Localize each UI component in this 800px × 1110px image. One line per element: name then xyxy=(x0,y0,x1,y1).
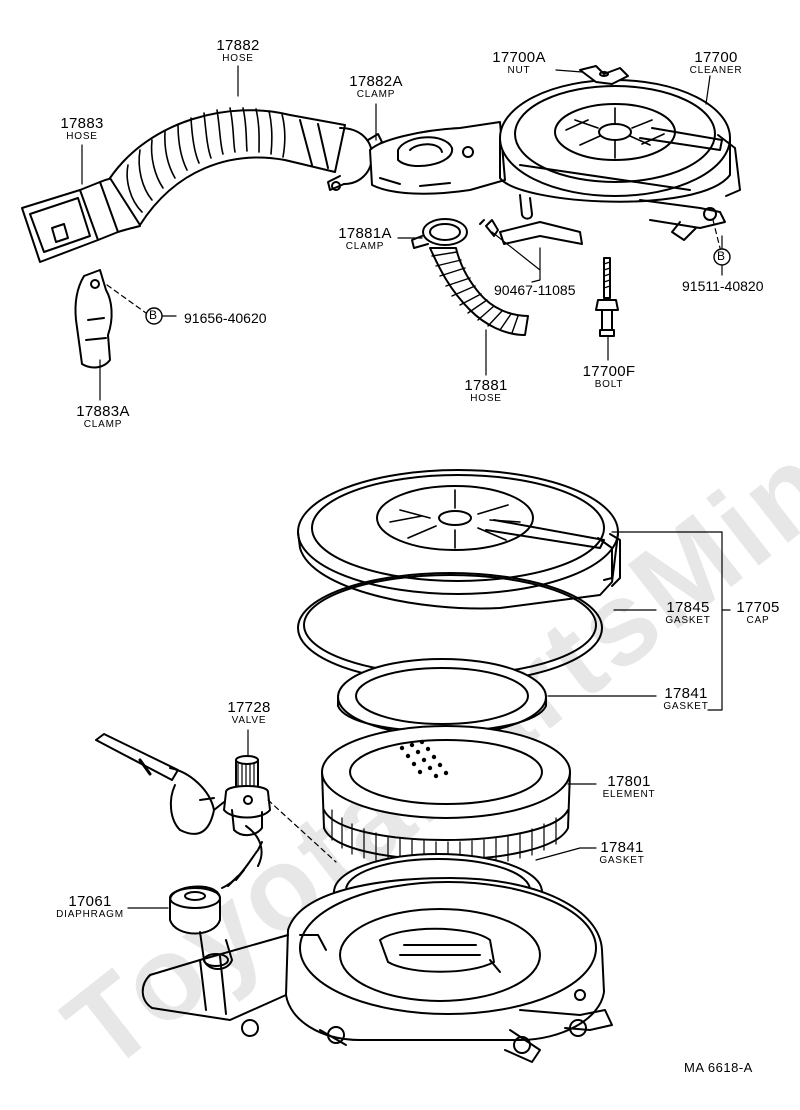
part-name: CLAMP xyxy=(345,241,385,252)
label-17705: 17705 CAP xyxy=(730,600,786,626)
label-17882A: 17882A CLAMP xyxy=(346,74,406,100)
label-17801: 17801 ELEMENT xyxy=(594,774,664,800)
label-17881A: 17881A CLAMP xyxy=(332,226,398,252)
label-17700: 17700 CLEANER xyxy=(680,50,752,76)
part-number: 17841 xyxy=(600,839,644,856)
vacuum-pipe xyxy=(95,733,225,835)
label-17061: 17061 DIAPHRAGM xyxy=(48,894,132,920)
bolt-17700F xyxy=(595,257,619,337)
clamp-17881A xyxy=(411,218,468,249)
part-name: BOLT xyxy=(594,379,624,390)
bolt-marker-91511 xyxy=(713,248,731,266)
clamp-17883A xyxy=(74,269,113,369)
part-number: 17700A xyxy=(492,49,546,66)
part-number: 17841 xyxy=(664,685,708,702)
part-name: GASKET xyxy=(665,615,711,626)
part-name: CLAMP xyxy=(83,419,123,430)
valve-17728 xyxy=(223,755,271,836)
dashed-guides xyxy=(106,219,721,863)
clip-90467 xyxy=(479,219,499,237)
part-number: 17700F xyxy=(582,363,636,380)
label-90467-11085: 90467-11085 xyxy=(494,282,576,298)
label-17841-upper: 17841 GASKET xyxy=(654,686,718,712)
bolt-marker-91656 xyxy=(145,307,163,325)
hose-17883 xyxy=(21,176,141,263)
label-17883: 17883 HOSE xyxy=(52,116,112,142)
label-17882: 17882 HOSE xyxy=(208,38,268,64)
part-name: CAP xyxy=(746,615,770,626)
cleaner-housing xyxy=(141,877,613,1063)
label-17700F: 17700F BOLT xyxy=(576,364,642,390)
part-name: GASKET xyxy=(599,855,645,866)
part-number: 17883A xyxy=(76,403,130,420)
cap-17705 xyxy=(297,469,621,610)
part-number: 17801 xyxy=(607,773,651,790)
part-name: CLAMP xyxy=(356,89,396,100)
part-name: HOSE xyxy=(470,393,502,404)
label-17700A: 17700A NUT xyxy=(486,50,552,76)
bolt-marker-letter: B xyxy=(717,249,726,263)
label-17845: 17845 GASKET xyxy=(656,600,720,626)
part-number: 17883 xyxy=(60,115,104,132)
part-number: 17061 xyxy=(68,893,112,910)
part-name: HOSE xyxy=(222,53,254,64)
part-name: NUT xyxy=(507,65,531,76)
part-name: DIAPHRAGM xyxy=(56,909,124,920)
part-number: 17700 xyxy=(694,49,738,66)
part-number: 17881 xyxy=(464,377,508,394)
bolt-marker-letter: B xyxy=(149,308,158,322)
part-name: GASKET xyxy=(663,701,709,712)
diaphragm-17061 xyxy=(169,825,263,970)
vacuum-tube xyxy=(499,221,583,245)
part-number: 17845 xyxy=(666,599,710,616)
hose-17881 xyxy=(429,247,529,336)
leader-lines xyxy=(81,65,731,909)
hose-adapter xyxy=(369,121,506,195)
hose-17882 xyxy=(109,107,346,226)
part-number: 17881A xyxy=(338,225,392,242)
air-cleaner-17700 xyxy=(499,79,741,241)
part-number: 17882A xyxy=(349,73,403,90)
element-17801 xyxy=(321,725,571,868)
part-number: 17705 xyxy=(736,599,780,616)
part-name: ELEMENT xyxy=(602,789,656,800)
label-91511-40820: 91511-40820 xyxy=(682,278,764,294)
wing-nut-17700A xyxy=(579,65,629,85)
part-number: 17728 xyxy=(227,699,271,716)
label-91656-40620: 91656-40620 xyxy=(184,310,267,326)
label-17841-lower: 17841 GASKET xyxy=(590,840,654,866)
label-17881: 17881 HOSE xyxy=(456,378,516,404)
part-number: 17882 xyxy=(216,37,260,54)
part-name: VALVE xyxy=(231,715,267,726)
label-17728: 17728 VALVE xyxy=(224,700,274,726)
gasket-17841-upper xyxy=(337,658,547,736)
label-17883A: 17883A CLAMP xyxy=(70,404,136,430)
part-name: HOSE xyxy=(66,131,98,142)
part-name: CLEANER xyxy=(689,65,743,76)
diagram-code: MA 6618-A xyxy=(684,1060,753,1075)
